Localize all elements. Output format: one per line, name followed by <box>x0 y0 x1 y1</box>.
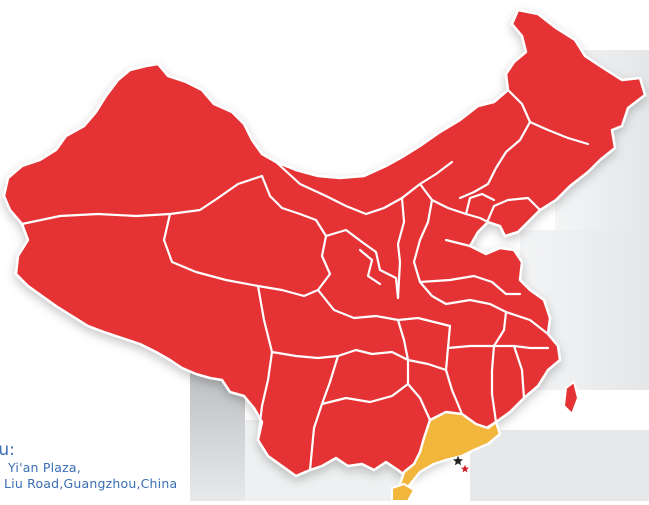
taiwan-island <box>562 380 580 416</box>
office-address: ou: Yi'an Plaza, Liu Road,Guangzhou,Chin… <box>0 440 177 492</box>
red-star-icon <box>461 464 469 473</box>
province-borders <box>20 88 590 472</box>
hainan-island <box>391 482 416 502</box>
location-markers <box>453 455 469 473</box>
address-city: ou: <box>0 440 15 460</box>
address-line-1: Yi'an Plaza, <box>8 460 81 475</box>
background-panel-bottom-right <box>470 430 649 501</box>
black-star-icon <box>453 455 463 466</box>
address-line-2: Liu Road,Guangzhou,China <box>4 476 178 491</box>
guangdong-province-highlight[interactable] <box>398 410 502 494</box>
